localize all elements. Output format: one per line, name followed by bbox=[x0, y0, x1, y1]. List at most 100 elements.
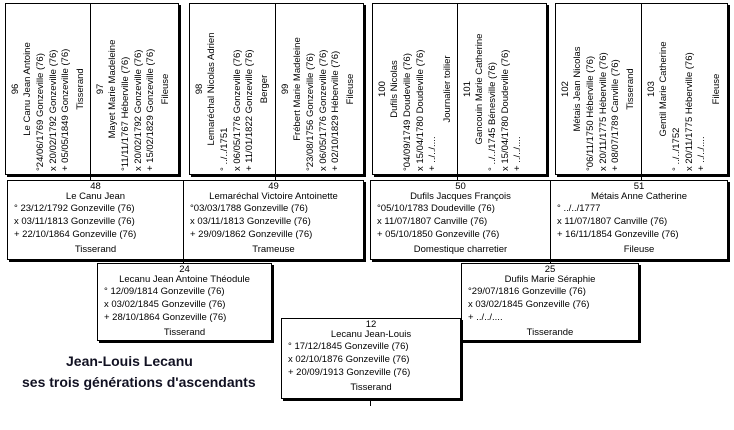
sosa-number: 102 bbox=[560, 81, 571, 97]
marriage-line: x 15/04/1780 Doudeville (76) bbox=[500, 49, 511, 171]
birth-line: ° ../../1745 Bénesville (76) bbox=[487, 62, 498, 171]
occupation: Fileuse bbox=[345, 73, 356, 105]
marriage-line: x 20/11/1775 Héberville (76) bbox=[684, 52, 695, 171]
birth-line: ° 12/09/1814 Gonzeville (76) bbox=[104, 286, 225, 297]
birth-line: °06/11/1750 Héberville (76) bbox=[585, 55, 596, 171]
rotated-label-group: 103 Gentil Marie Catherine ° ../../1752 … bbox=[642, 4, 726, 174]
birth-line: °04/09/1749 Doudeville (76) bbox=[402, 53, 413, 171]
person-name: Dufils Nicolas bbox=[389, 60, 400, 118]
occupation: Fileuse bbox=[623, 244, 655, 255]
death-line: + 29/09/1862 Gonzeville (76) bbox=[190, 229, 313, 240]
birth-line: °29/07/1816 Gonzeville (76) bbox=[468, 286, 586, 297]
death-line: + ../../.... bbox=[427, 136, 438, 171]
marriage-line: x 02/10/1876 Gonzeville (76) bbox=[288, 354, 410, 365]
person-name: Le Canu Jean Antoine bbox=[22, 42, 33, 136]
rotated-label-group: 99 Frébert Marie Madeleine °23/08/1756 G… bbox=[276, 4, 360, 174]
sosa-number: 97 bbox=[95, 83, 106, 95]
sosa-number: 51 bbox=[633, 181, 645, 192]
marriage-line: x 06/05/1776 Gonzeville (76) bbox=[232, 49, 243, 171]
death-line: + 28/10/1864 Gonzeville (76) bbox=[104, 312, 227, 323]
person-box-101: 101 Gancouin Marie Catherine ° ../../174… bbox=[457, 3, 547, 175]
person-name: Lemaréchal Victoire Antoinette bbox=[209, 191, 338, 202]
rotated-label-group: 101 Gancouin Marie Catherine ° ../../174… bbox=[458, 4, 542, 174]
occupation: Berger bbox=[259, 74, 270, 104]
sosa-number: 96 bbox=[10, 83, 21, 95]
person-name: Le Canu Jean bbox=[65, 191, 126, 202]
person-name: Métais Jean Nicolas bbox=[572, 46, 583, 132]
person-name: Frébert Marie Madeleine bbox=[292, 37, 303, 141]
marriage-line: x 20/11/1775 Héberville (76) bbox=[598, 52, 609, 171]
birth-line: °03/03/1788 Gonzeville (76) bbox=[190, 203, 308, 214]
person-box-99: 99 Frébert Marie Madeleine °23/08/1756 G… bbox=[275, 3, 364, 175]
person-name: Lemaréchal Nicolas Adrien bbox=[206, 32, 217, 146]
person-box-96: 96 Le Canu Jean Antoine °24/06/1769 Gonz… bbox=[5, 3, 91, 175]
person-box-25: 25 Dufils Marie Séraphie °29/07/1816 Gon… bbox=[461, 263, 639, 341]
death-line: + 16/11/1854 Gonzeville (76) bbox=[557, 229, 679, 240]
marriage-line: x 03/02/1845 Gonzeville (76) bbox=[468, 299, 590, 310]
person-box-97: 97 Mayet Marie Madeleine °11/11/1767 Héb… bbox=[90, 3, 179, 175]
connector-line bbox=[183, 260, 184, 263]
occupation: Domestique charretier bbox=[413, 244, 508, 255]
marriage-line: x 20/02/1792 Gonzeville (76) bbox=[133, 49, 144, 171]
sosa-number: 49 bbox=[268, 181, 279, 192]
death-line: + 05/10/1850 Gonzeville (76) bbox=[377, 229, 500, 240]
death-line: + ../../.... bbox=[512, 136, 523, 171]
marriage-line: x 03/02/1845 Gonzeville (76) bbox=[104, 299, 226, 310]
marriage-line: x 03/11/1813 Gonzeville (76) bbox=[14, 216, 135, 227]
occupation: Trameuse bbox=[252, 244, 295, 255]
death-line: + 05/05/1849 Gonzeville (76) bbox=[60, 48, 71, 171]
person-name: Mayet Marie Madeleine bbox=[107, 39, 118, 139]
birth-line: °24/06/1769 Gonzeville (76) bbox=[35, 53, 46, 171]
person-box-49: 49 Lemaréchal Victoire Antoinette °03/03… bbox=[183, 180, 364, 260]
rotated-label-group: 100 Dufils Nicolas °04/09/1749 Doudevill… bbox=[373, 4, 457, 174]
connector-line bbox=[275, 175, 276, 180]
sosa-number: 50 bbox=[455, 181, 466, 192]
occupation: Tisserand bbox=[625, 68, 636, 110]
sosa-number: 98 bbox=[194, 83, 205, 95]
person-box-100: 100 Dufils Nicolas °04/09/1749 Doudevill… bbox=[372, 3, 458, 175]
person-box-50: 50 Dufils Jacques François °05/10/1783 D… bbox=[370, 180, 551, 260]
death-line: + 02/10/1829 Héberville (76) bbox=[330, 50, 341, 171]
occupation: Fileuse bbox=[160, 73, 171, 105]
occupation: Journalier toilier bbox=[442, 55, 453, 123]
sosa-number: 100 bbox=[377, 81, 388, 97]
birth-line: °11/11/1767 Héberville (76) bbox=[120, 56, 131, 171]
person-box-24: 24 Lecanu Jean Antoine Théodule ° 12/09/… bbox=[97, 263, 272, 341]
sosa-number: 99 bbox=[280, 83, 291, 95]
sosa-number: 48 bbox=[90, 181, 101, 192]
person-name: Dufils Jacques François bbox=[410, 191, 511, 202]
person-name: Gentil Marie Catherine bbox=[658, 41, 669, 137]
marriage-line: x 03/11/1813 Gonzeville (76) bbox=[190, 216, 311, 227]
sosa-number: 103 bbox=[646, 81, 657, 97]
person-box-51: 51 Métais Anne Catherine ° ../../1777 x … bbox=[550, 180, 728, 260]
marriage-line: x 11/07/1807 Canville (76) bbox=[557, 216, 668, 227]
person-name: Lecanu Jean-Louis bbox=[330, 329, 412, 340]
birth-line: ° ../../1751 bbox=[219, 127, 230, 171]
death-line: + ../../.... bbox=[696, 136, 707, 171]
birth-line: °05/10/1783 Doudeville (76) bbox=[377, 203, 495, 214]
death-line: + 20/09/1913 Gonzeville (76) bbox=[288, 367, 411, 378]
sosa-number: 24 bbox=[179, 264, 190, 275]
rotated-label-group: 97 Mayet Marie Madeleine °11/11/1767 Héb… bbox=[91, 4, 175, 174]
death-line: + 08/07/1789 Canville (76) bbox=[610, 59, 621, 171]
occupation: Tisserand bbox=[350, 382, 392, 393]
birth-line: ° 17/12/1845 Gonzeville (76) bbox=[288, 341, 409, 352]
person-box-103: 103 Gentil Marie Catherine ° ../../1752 … bbox=[641, 3, 728, 175]
marriage-line: x 11/07/1807 Canville (76) bbox=[377, 216, 488, 227]
rotated-label-group: 98 Lemaréchal Nicolas Adrien ° ../../175… bbox=[190, 4, 274, 174]
death-line: + 22/10/1864 Gonzeville (76) bbox=[14, 229, 137, 240]
sosa-number: 25 bbox=[544, 264, 556, 275]
birth-line: °23/08/1756 Gonzeville (76) bbox=[305, 53, 316, 171]
connector-line bbox=[370, 400, 371, 406]
person-box-98: 98 Lemaréchal Nicolas Adrien ° ../../175… bbox=[189, 3, 276, 175]
occupation: Tisserand bbox=[163, 327, 206, 338]
occupation: Tisserande bbox=[526, 327, 574, 338]
connector-line bbox=[641, 175, 642, 180]
death-line: + 11/01/1822 Gonzeville (76) bbox=[244, 49, 255, 171]
chart-title: Jean-Louis Lecanu bbox=[66, 353, 193, 369]
rotated-label-group: 96 Le Canu Jean Antoine °24/06/1769 Gonz… bbox=[6, 4, 90, 174]
connector-line bbox=[550, 260, 551, 263]
marriage-line: x 20/02/1792 Gonzeville (76) bbox=[48, 49, 59, 171]
person-name: Métais Anne Catherine bbox=[590, 191, 688, 202]
connector-line bbox=[90, 175, 91, 180]
